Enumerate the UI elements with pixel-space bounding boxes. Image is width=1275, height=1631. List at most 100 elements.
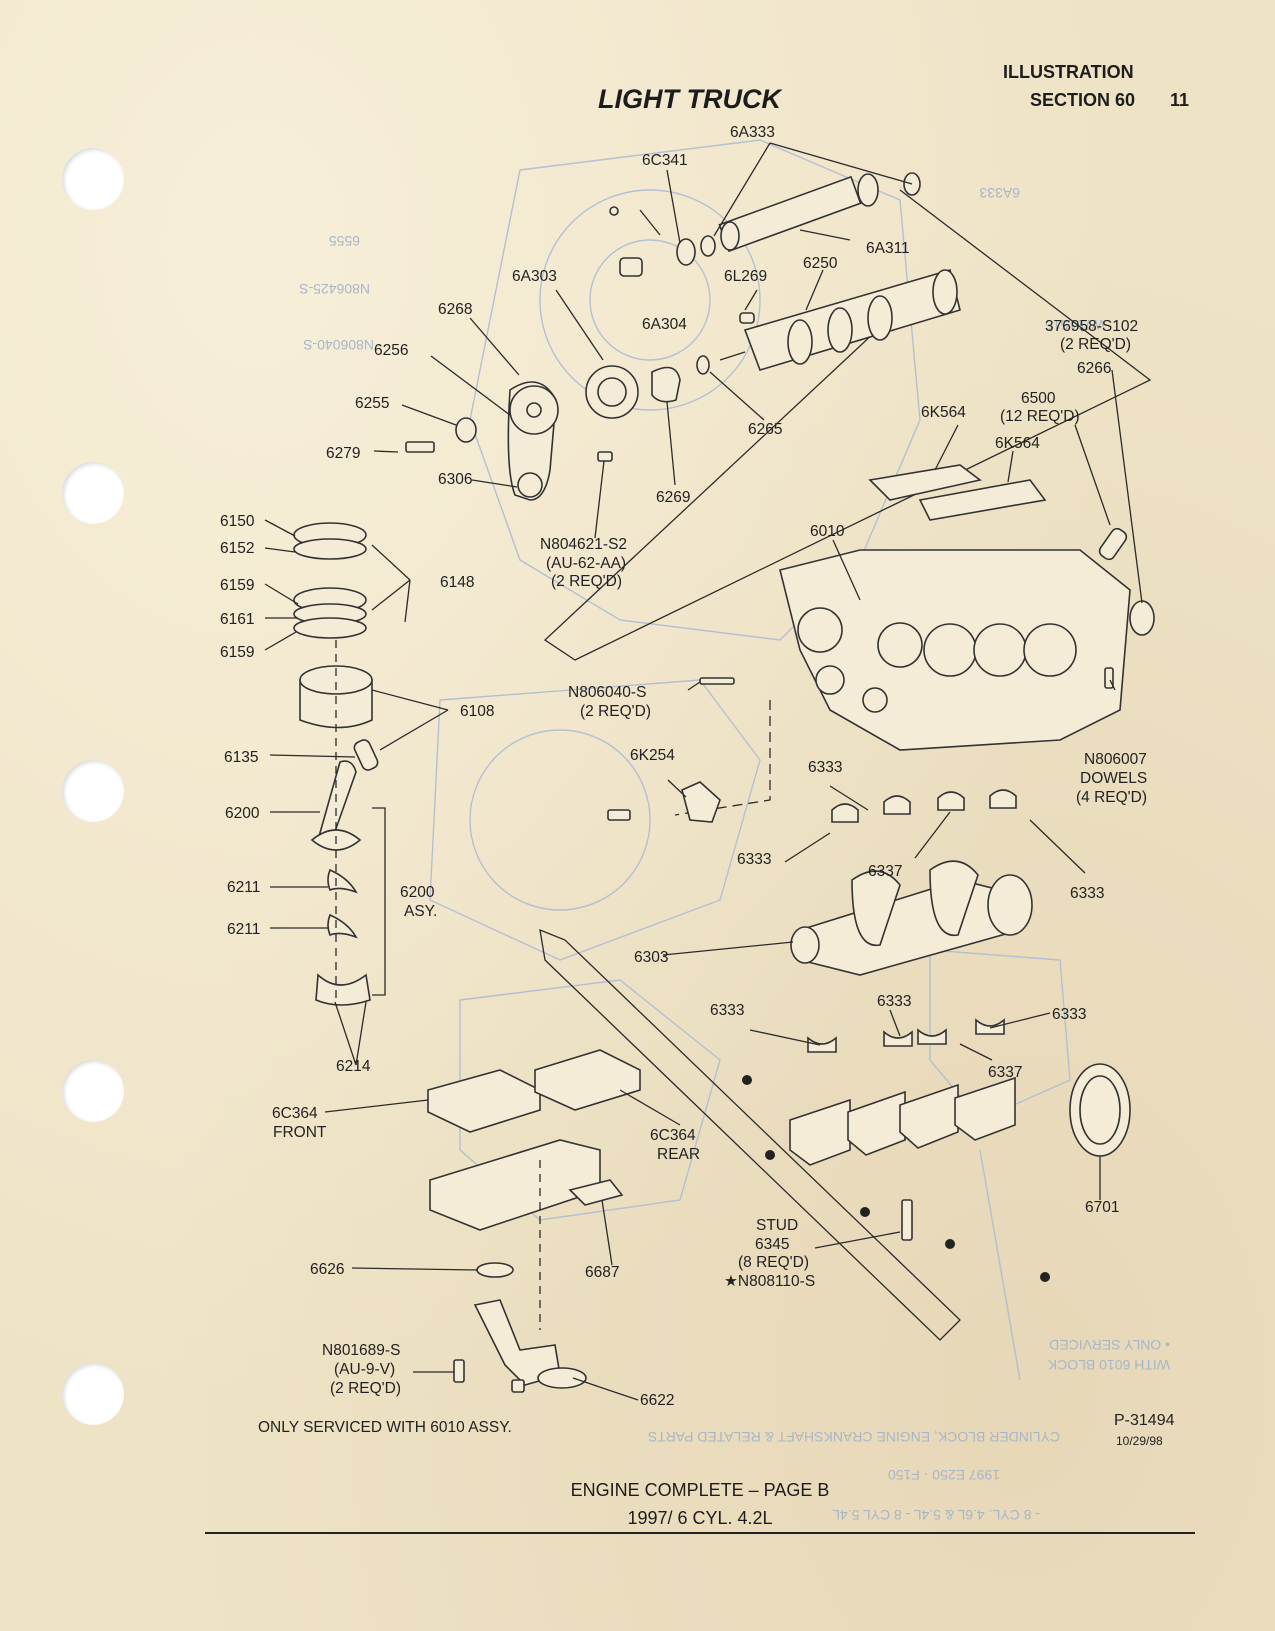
oil-pan-group [427, 1049, 641, 1393]
label-N806007-req: (4 REQ'D) [1076, 789, 1147, 806]
camshaft-group [543, 172, 1152, 661]
label-6K254: 6K254 [630, 747, 675, 764]
label-6150: 6150 [220, 513, 255, 530]
svg-text:WITH 6010 BLOCK: WITH 6010 BLOCK [1047, 1357, 1170, 1373]
cylinder-block-group [674, 464, 1155, 816]
label-N806040-S: N806040-S [568, 684, 646, 701]
label-6211-lower: 6211 [227, 921, 260, 938]
label-6500-req: (12 REQ'D) [1000, 408, 1080, 425]
label-N804621-req: (2 REQ'D) [551, 573, 622, 590]
label-6701: 6701 [1085, 1199, 1119, 1216]
page-number: 11 [1170, 90, 1190, 110]
punch-hole [62, 760, 124, 822]
label-6C364-front-suffix: FRONT [273, 1124, 327, 1141]
label-dowels: DOWELS [1080, 770, 1147, 787]
svg-text:6A333: 6A333 [979, 185, 1020, 201]
label-N806040-req: (2 REQ'D) [580, 703, 651, 720]
label-6337-lower: 6337 [988, 1064, 1022, 1081]
label-6159-upper: 6159 [220, 577, 254, 594]
svg-text:N806425-S: N806425-S [299, 281, 370, 297]
label-6687: 6687 [585, 1264, 619, 1281]
label-6A311: 6A311 [866, 240, 910, 257]
drawing-date: 10/29/98 [1116, 1434, 1163, 1448]
label-6345-req: (8 REQ'D) [738, 1254, 809, 1271]
label-6333-lower-left: 6333 [710, 1002, 744, 1019]
svg-text:N806040-S: N806040-S [303, 337, 374, 353]
label-6250: 6250 [803, 255, 838, 272]
label-6161: 6161 [220, 611, 254, 628]
label-6333-top: 6333 [808, 759, 842, 776]
svg-text:- 8 CYL. 4.6L & 5.4L - 8 CYL 5: - 8 CYL. 4.6L & 5.4L - 8 CYL 5.4L [832, 1507, 1040, 1523]
drawing-part-code: P-31494 [1114, 1412, 1175, 1429]
label-6A304: 6A304 [642, 316, 687, 333]
crankshaft-group [607, 781, 1131, 1157]
footer-line-2: 1997/ 6 CYL. 4.2L [627, 1508, 773, 1528]
punch-hole [62, 148, 124, 210]
label-6333-right: 6333 [1070, 885, 1104, 902]
label-6148: 6148 [440, 574, 474, 591]
label-6306: 6306 [438, 471, 472, 488]
page-title: LIGHT TRUCK [598, 84, 781, 114]
label-6108: 6108 [460, 703, 494, 720]
label-6256: 6256 [374, 342, 408, 359]
label-6211-upper: 6211 [227, 879, 260, 896]
label-6K564-upper: 6K564 [921, 404, 966, 421]
svg-text:6555: 6555 [329, 233, 360, 249]
punch-hole [62, 1363, 124, 1425]
svg-text:• ONLY SERVICED: • ONLY SERVICED [1049, 1337, 1170, 1353]
label-6C364-rear: 6C364 [650, 1127, 696, 1144]
label-6626: 6626 [310, 1261, 344, 1278]
label-6A333: 6A333 [730, 124, 775, 141]
label-6C364-rear-suffix: REAR [657, 1146, 700, 1163]
label-6152: 6152 [220, 540, 254, 557]
label-N801689-code: (AU-9-V) [334, 1361, 395, 1378]
label-6159-lower: 6159 [220, 644, 254, 661]
label-6L269: 6L269 [724, 268, 767, 285]
label-6135: 6135 [224, 749, 258, 766]
footer-rule [205, 1532, 1195, 1534]
label-6333-lower-middle: 6333 [877, 993, 911, 1010]
bleed-through-artwork: 6555 N806425-S N806040-S 6A333 W701515 •… [299, 139, 1170, 1523]
label-N801689-req: (2 REQ'D) [330, 1380, 401, 1397]
label-N804621-code: (AU-62-AA) [546, 555, 626, 572]
label-6200-asy-suffix: ASY. [404, 903, 437, 920]
label-6255: 6255 [355, 395, 389, 412]
label-6265: 6265 [748, 421, 782, 438]
label-6A303: 6A303 [512, 268, 557, 285]
label-only-serviced-note: ONLY SERVICED WITH 6010 ASSY. [258, 1419, 512, 1436]
label-6K564-lower: 6K564 [995, 435, 1040, 452]
main-bearing-caps-group [539, 928, 1050, 1341]
label-6269: 6269 [656, 489, 690, 506]
label-6200: 6200 [225, 805, 260, 822]
illustration-heading: ILLUSTRATION [1003, 62, 1134, 82]
svg-text:W701515: W701515 [1045, 317, 1105, 333]
label-376958-S102: 376958-S102 [1045, 318, 1138, 335]
label-6010: 6010 [810, 523, 845, 540]
label-6333-lower-right: 6333 [1052, 1006, 1086, 1023]
svg-text:CYLINDER BLOCK, ENGINE CRANKSH: CYLINDER BLOCK, ENGINE CRANKSHAFT & RELA… [648, 1429, 1060, 1445]
label-6C341: 6C341 [642, 152, 688, 169]
label-N804621-S2: N804621-S2 [540, 536, 627, 553]
leader-lines [264, 142, 1143, 1401]
punch-hole [62, 462, 124, 524]
label-6333-left: 6333 [737, 851, 771, 868]
label-6500: 6500 [1021, 390, 1056, 407]
label-6303: 6303 [634, 949, 668, 966]
label-6266: 6266 [1077, 360, 1111, 377]
timing-drive-group [405, 365, 681, 501]
label-6345: 6345 [755, 1236, 789, 1253]
label-6279: 6279 [326, 445, 360, 462]
piston-rod-group [293, 522, 386, 1006]
section-heading: SECTION 60 [1030, 90, 1136, 110]
svg-text:1997 E250 · F150: 1997 E250 · F150 [888, 1467, 1000, 1483]
footer-line-1: ENGINE COMPLETE – PAGE B [570, 1480, 830, 1500]
callout-labels: 6A333 6C341 6A311 6A303 6L269 6250 6268 … [220, 124, 1147, 1436]
label-N806007: N806007 [1084, 751, 1147, 768]
label-6622: 6622 [640, 1392, 674, 1409]
label-N801689-S: N801689-S [322, 1342, 400, 1359]
label-6268: 6268 [438, 301, 472, 318]
label-376958-req: (2 REQ'D) [1060, 336, 1131, 353]
label-6337-upper: 6337 [868, 863, 902, 880]
label-stud: STUD [756, 1217, 798, 1234]
